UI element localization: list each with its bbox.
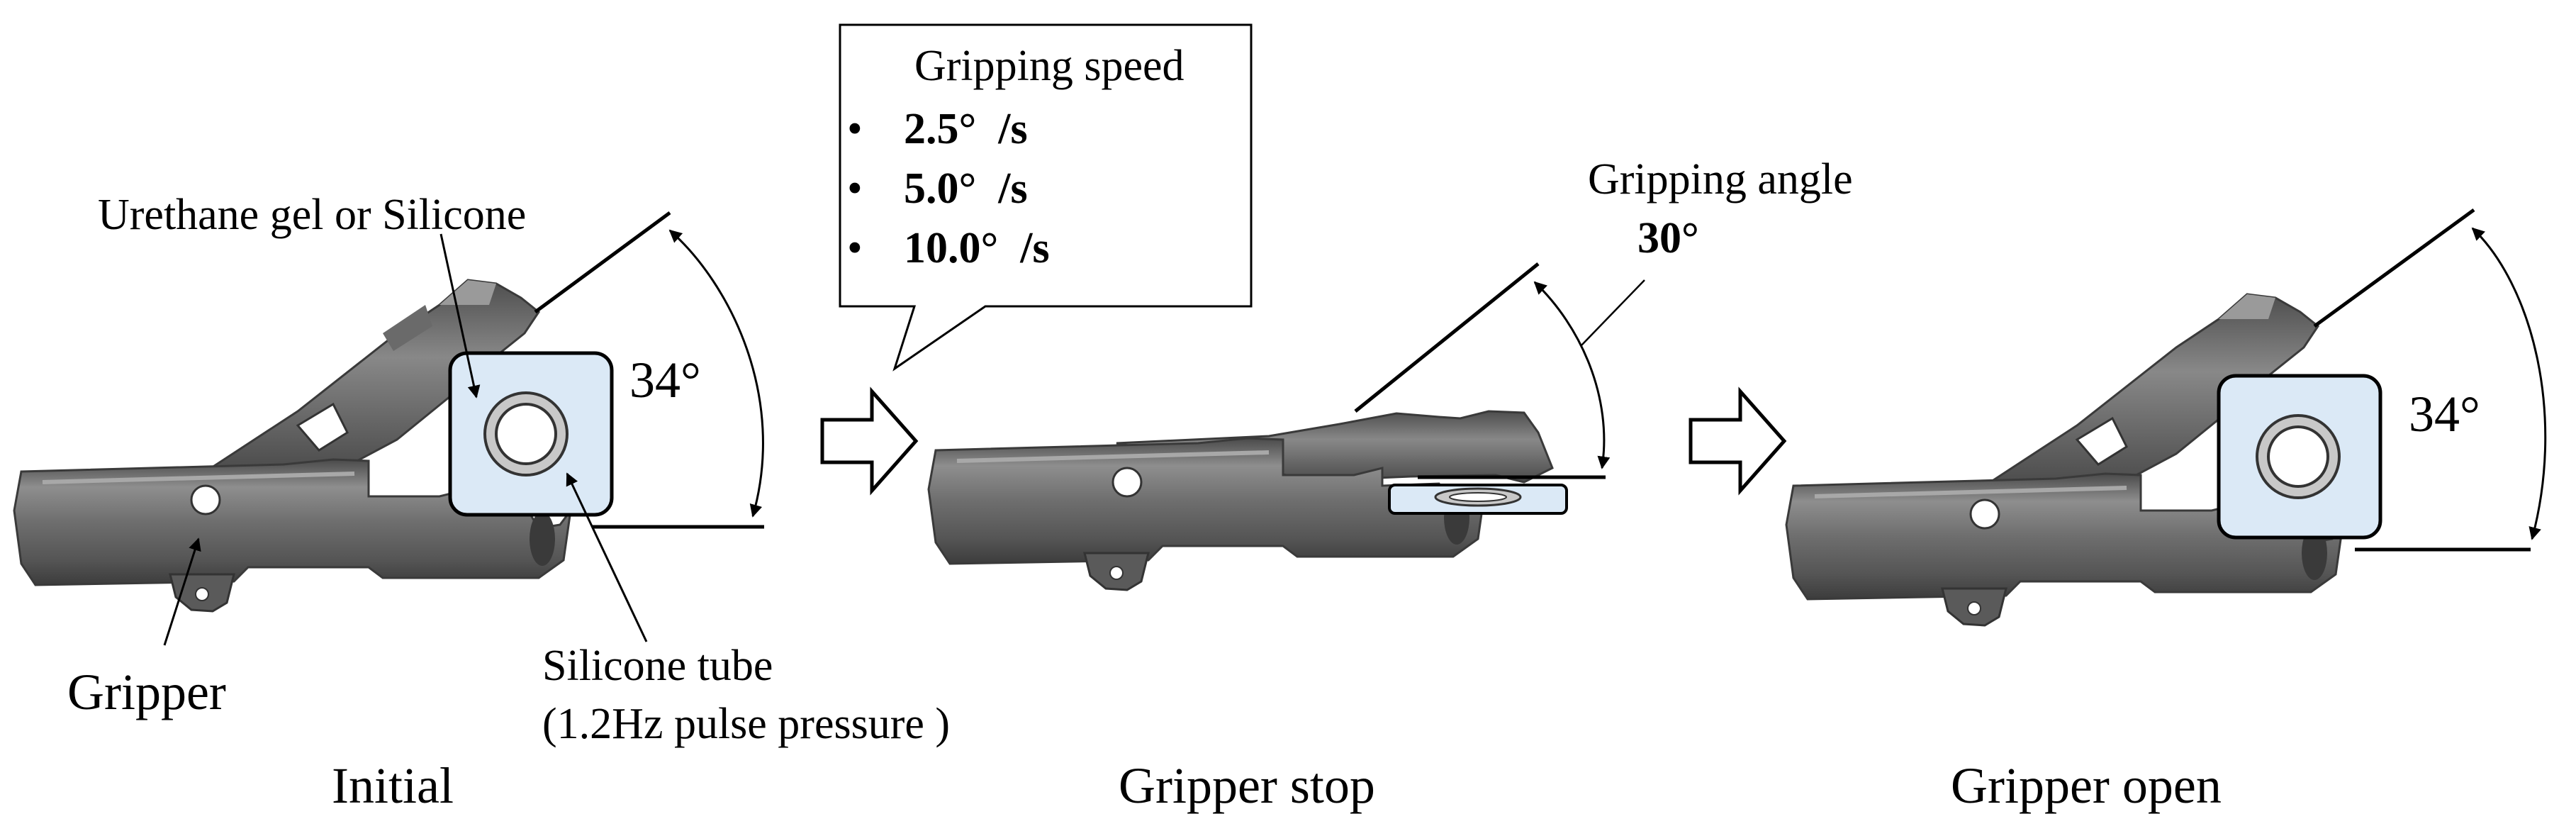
label-pulse-pressure: (1.2Hz pulse pressure ) (542, 700, 951, 748)
leader-tube (566, 472, 648, 642)
label-gripping-angle-value: 30° (1637, 214, 1699, 262)
jaw-reference-line-open (2313, 208, 2475, 328)
label-gripping-angle: Gripping angle (1588, 155, 1853, 204)
angle-arc-stop (1533, 281, 1611, 469)
speed-callout-bubble (839, 23, 1253, 372)
caption-initial: Initial (332, 757, 454, 814)
speed-item: •10.0° /s (847, 224, 1050, 272)
upper-jaw-initial (202, 279, 541, 475)
label-silicone-tube: Silicone tube (542, 642, 773, 690)
leader-gripper (163, 537, 201, 646)
panel-initial (14, 211, 764, 646)
panel-stop (929, 262, 1645, 590)
callout-title: Gripping speed (914, 42, 1185, 90)
speed-item: •5.0° /s (847, 165, 1028, 213)
angle-arc-initial (668, 229, 764, 518)
speed-item: •2.5° /s (847, 105, 1028, 153)
jaw-reference-line-stop (1354, 262, 1540, 413)
pivot-hole-initial (190, 484, 221, 515)
label-angle-open: 34° (2409, 386, 2480, 442)
label-gripper: Gripper (67, 664, 226, 720)
upper-jaw-open (1981, 293, 2320, 489)
angle-arc-open (2471, 227, 2547, 540)
pivot-hole-open (1969, 498, 2000, 530)
label-angle-initial: 34° (629, 352, 701, 408)
leader-urethane (439, 233, 481, 399)
leader-gripping-angle (1580, 279, 1645, 347)
jaw-reference-line-initial (534, 211, 671, 314)
panel-open (1786, 208, 2547, 625)
transition-arrow-1 (820, 386, 919, 496)
transition-arrow-2 (1689, 386, 1787, 496)
label-urethane: Urethane gel or Silicone (98, 191, 527, 239)
speed-list: •2.5° /s •5.0° /s •10.0° /s (847, 99, 1050, 278)
caption-stop: Gripper stop (1119, 757, 1375, 814)
caption-open: Gripper open (1951, 757, 2222, 814)
pivot-hole-stop (1111, 467, 1143, 498)
